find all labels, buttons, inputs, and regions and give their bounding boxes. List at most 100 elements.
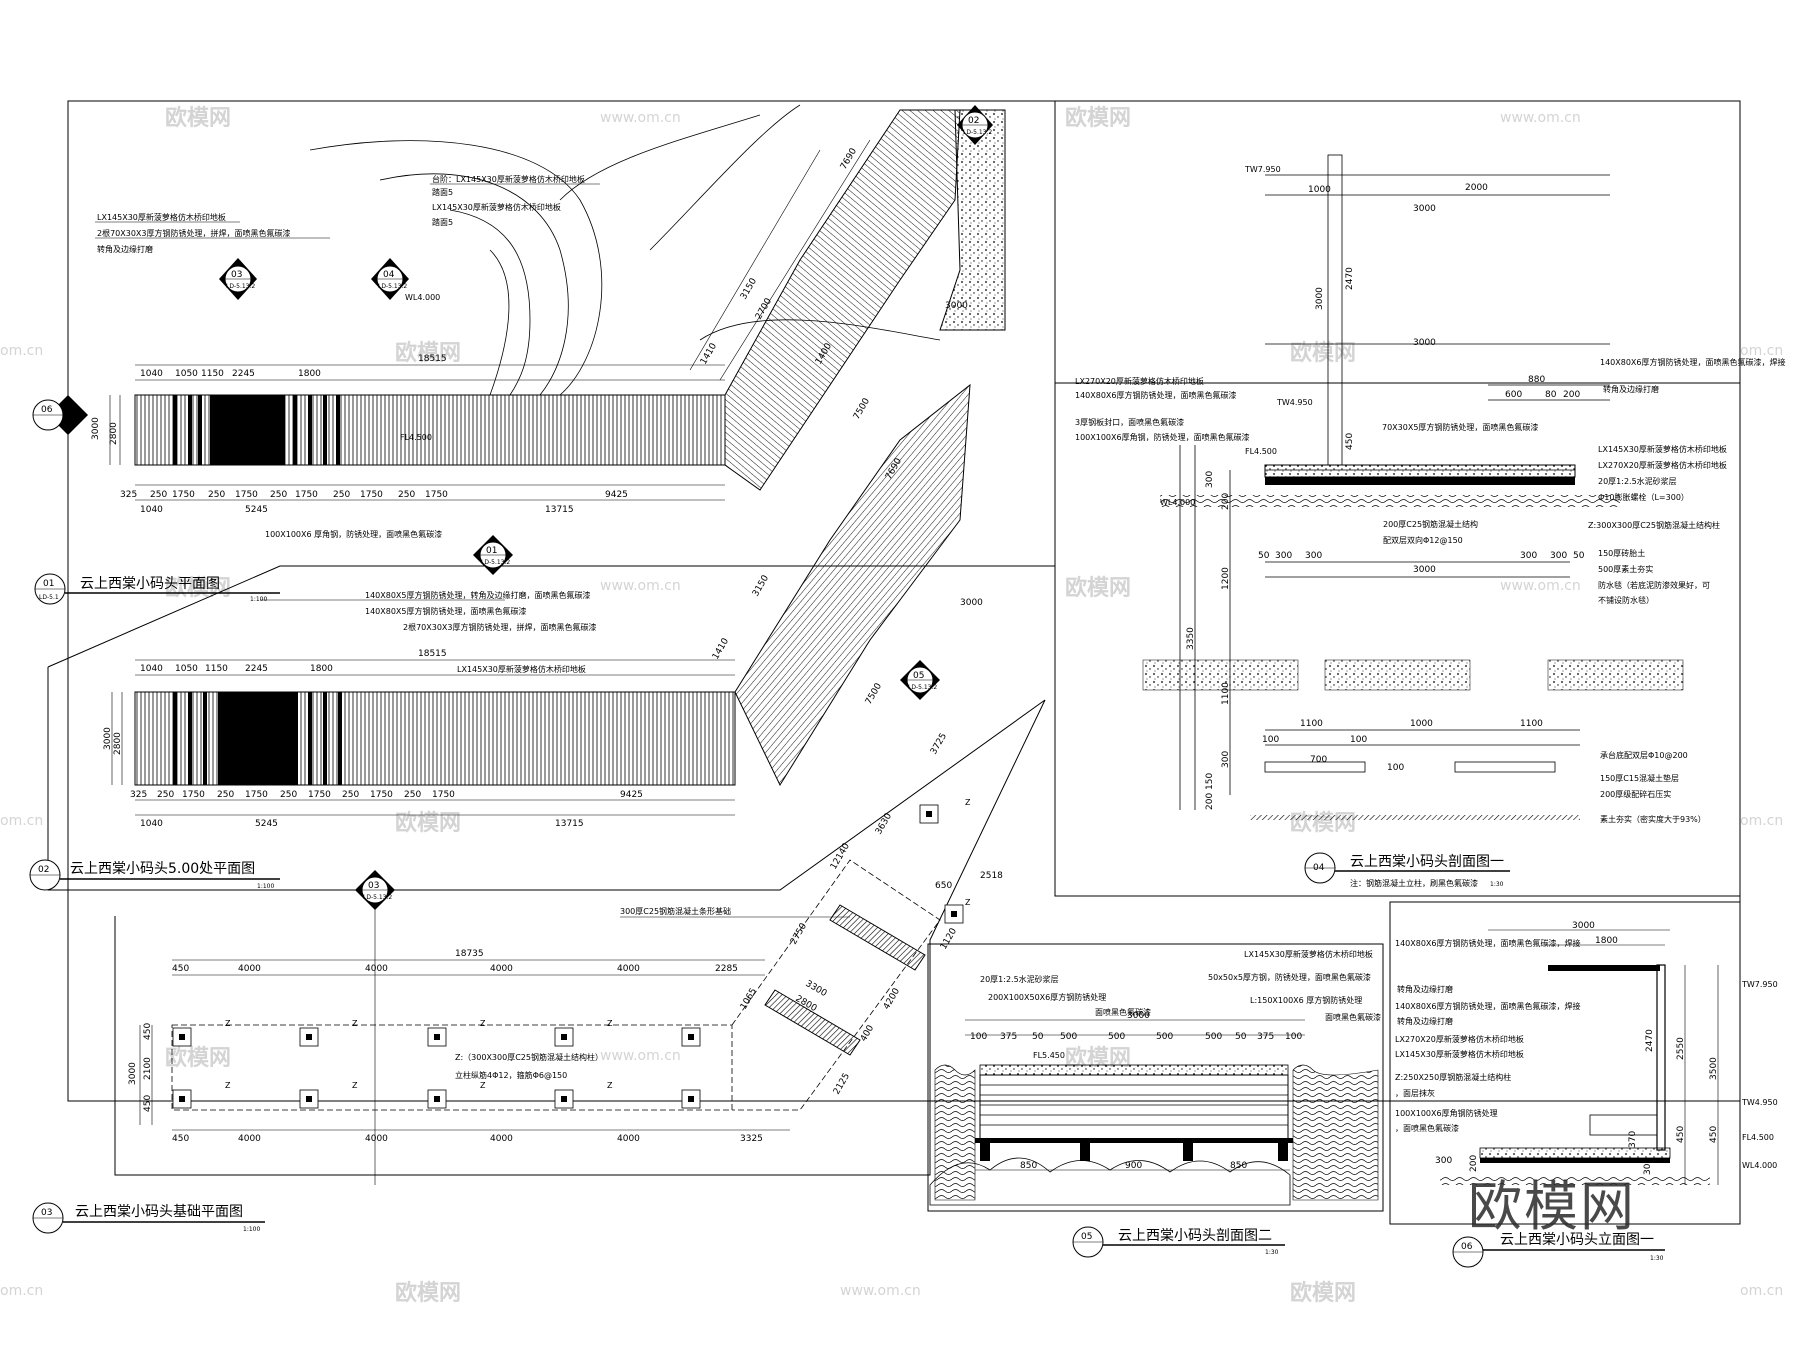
section1-levels: TW7.950 TW4.950 FL4.500 WL4.000 xyxy=(1160,165,1313,507)
svg-text:1750: 1750 xyxy=(432,790,455,800)
plan3-notes: Z:（300X300厚C25钢筋混凝土结构柱） 立柱纵筋4Φ12，箍筋Φ6@15… xyxy=(225,798,971,1090)
svg-text:2470: 2470 xyxy=(1645,1029,1655,1052)
svg-text:375: 375 xyxy=(1000,1032,1017,1042)
svg-text:300: 300 xyxy=(1520,551,1537,561)
svg-text:Z:（300X300厚C25钢筋混凝土结构柱）: Z:（300X300厚C25钢筋混凝土结构柱） xyxy=(455,1052,603,1062)
svg-text:20厚1:2.5水泥砂浆层: 20厚1:2.5水泥砂浆层 xyxy=(980,974,1059,984)
svg-text:1040: 1040 xyxy=(140,819,163,829)
marker-04: 04 LD-5.13.2 xyxy=(371,258,409,300)
watermark-brand: 欧模网 xyxy=(1290,810,1356,836)
svg-text:1120: 1120 xyxy=(939,926,959,951)
section2-dims: 3000 100 375 50 500 500 500 500 50 375 1… xyxy=(970,1011,1302,1171)
svg-text:Z: Z xyxy=(607,1019,613,1028)
svg-text:1750: 1750 xyxy=(425,490,448,500)
svg-text:700: 700 xyxy=(1310,755,1327,765)
svg-text:375: 375 xyxy=(1257,1032,1274,1042)
svg-text:50: 50 xyxy=(1573,551,1585,561)
title-05: 05 云上西棠小码头剖面图二 1:30 xyxy=(1072,1226,1285,1258)
svg-text:650: 650 xyxy=(935,881,952,891)
svg-text:2470: 2470 xyxy=(1345,267,1355,290)
svg-text:，面喷黑色氟碳漆: ，面喷黑色氟碳漆 xyxy=(1395,1123,1459,1133)
svg-text:4000: 4000 xyxy=(365,964,388,974)
svg-text:2125: 2125 xyxy=(832,1072,852,1097)
svg-text:1100: 1100 xyxy=(1300,719,1323,729)
svg-text:Z: Z xyxy=(480,1081,486,1090)
svg-text:18515: 18515 xyxy=(418,354,447,364)
svg-text:台阶：LX145X30厚新菠萝格仿木桥印地板: 台阶：LX145X30厚新菠萝格仿木桥印地板 xyxy=(432,174,585,184)
watermark-brand: 欧模网 xyxy=(1065,575,1131,601)
section1-dims: 1000 2000 3000 3000 880 600 80 200 3000 … xyxy=(1186,183,1585,810)
svg-text:2750: 2750 xyxy=(789,921,809,946)
svg-text:LD-5.13.2: LD-5.13.2 xyxy=(963,129,992,136)
svg-text:140X80X5厚方钢防锈处理，转角及边缘打磨，面喷黑色氟碳: 140X80X5厚方钢防锈处理，转角及边缘打磨，面喷黑色氟碳漆 xyxy=(365,590,591,600)
marker-01: 01 LD-5.13.2 xyxy=(473,535,513,575)
svg-text:300: 300 xyxy=(1205,471,1215,488)
drawing-06-elevation: 3000 1800 2470 2550 3500 450 450 370 300… xyxy=(1395,921,1778,1185)
svg-text:300: 300 xyxy=(1305,551,1322,561)
svg-text:转角及边缘打磨: 转角及边缘打磨 xyxy=(1603,384,1659,394)
svg-text:1:30: 1:30 xyxy=(1490,881,1504,888)
svg-text:250: 250 xyxy=(404,790,421,800)
drawing-05-section: 3000 100 375 50 500 500 500 500 50 375 1… xyxy=(929,949,1381,1206)
drawing-03-foundation: 18735 450 4000 4000 4000 4000 2285 450 4… xyxy=(128,732,1003,1185)
svg-text:1000: 1000 xyxy=(1410,719,1433,729)
section2-notes: 20厚1:2.5水泥砂浆层 200X100X50X6厚方钢防锈处理 面喷黑色氟碳… xyxy=(980,949,1381,1022)
svg-text:06: 06 xyxy=(41,405,53,415)
svg-text:LX145X30厚新菠萝格仿木桥印地板: LX145X30厚新菠萝格仿木桥印地板 xyxy=(1244,949,1373,959)
svg-text:3厚钢板封口，面喷黑色氟碳漆: 3厚钢板封口，面喷黑色氟碳漆 xyxy=(1075,417,1184,427)
svg-text:WL4.000: WL4.000 xyxy=(1160,498,1195,507)
svg-text:300: 300 xyxy=(1275,551,1292,561)
svg-text:LX145X30厚新菠萝格仿木桥印地板: LX145X30厚新菠萝格仿木桥印地板 xyxy=(1598,444,1727,454)
contour-lines xyxy=(309,104,941,396)
svg-text:云上西棠小码头剖面图二: 云上西棠小码头剖面图二 xyxy=(1118,1228,1272,1244)
svg-text:2根70X30X3厚方钢防锈处理，拼焊，面喷黑色氟碳漆: 2根70X30X3厚方钢防锈处理，拼焊，面喷黑色氟碳漆 xyxy=(403,622,597,632)
svg-text:200厚C25钢筋混凝土结构: 200厚C25钢筋混凝土结构 xyxy=(1383,519,1478,529)
svg-text:3325: 3325 xyxy=(740,1134,763,1144)
svg-text:TW7.950: TW7.950 xyxy=(1244,165,1281,174)
svg-text:3000: 3000 xyxy=(945,301,968,311)
svg-text:450: 450 xyxy=(1676,1126,1686,1143)
svg-text:1000: 1000 xyxy=(1308,185,1331,195)
svg-text:WL4.000: WL4.000 xyxy=(405,293,440,302)
svg-text:300: 300 xyxy=(1643,1158,1653,1175)
svg-text:LD-5.1: LD-5.1 xyxy=(39,594,59,601)
strip-footings xyxy=(764,904,926,1056)
svg-text:70X30X5厚方钢防锈处理，面喷黑色氟碳漆: 70X30X5厚方钢防锈处理，面喷黑色氟碳漆 xyxy=(1382,422,1538,432)
svg-text:3630: 3630 xyxy=(874,811,894,836)
svg-text:1750: 1750 xyxy=(360,490,383,500)
plan1-dims-top: 1040 1050 1150 2245 1800 18515 xyxy=(140,354,447,379)
svg-text:，面层抹灰: ，面层抹灰 xyxy=(1395,1088,1435,1098)
watermark-url: www.om.cn xyxy=(600,578,681,594)
svg-text:1410: 1410 xyxy=(699,341,719,366)
drawing-titles: 01 LD-5.1 云上西棠小码头平面图 1:100 02 云上西棠小码头5.0… xyxy=(29,573,1665,1268)
svg-text:04: 04 xyxy=(383,270,395,280)
svg-text:1750: 1750 xyxy=(245,790,268,800)
svg-text:转角及边缘打磨: 转角及边缘打磨 xyxy=(1397,984,1453,994)
elevation-notes: 140X80X6厚方钢防锈处理，面喷黑色氟碳漆，焊接 转角及边缘打磨 140X8… xyxy=(1395,938,1581,1133)
svg-text:1750: 1750 xyxy=(235,490,258,500)
title-03: 03 云上西棠小码头基础平面图 1:100 xyxy=(32,1202,265,1234)
svg-text:500厚素土夯实: 500厚素土夯实 xyxy=(1598,564,1653,574)
watermark-brand: 欧模网 xyxy=(1065,105,1131,131)
svg-text:5245: 5245 xyxy=(245,505,268,515)
svg-text:02: 02 xyxy=(968,116,979,126)
marker-05: 05 LD-5.13.2 xyxy=(900,660,940,700)
svg-text:1750: 1750 xyxy=(370,790,393,800)
svg-text:150: 150 xyxy=(1205,773,1215,790)
frames xyxy=(47,100,1741,1225)
svg-text:140X80X6厚方钢防锈处理，面喷黑色氟碳漆: 140X80X6厚方钢防锈处理，面喷黑色氟碳漆 xyxy=(1075,390,1237,400)
watermark-url: www.om.cn xyxy=(600,1048,681,1064)
gravel-bank xyxy=(939,109,1006,331)
svg-text:2285: 2285 xyxy=(715,964,738,974)
svg-text:03: 03 xyxy=(368,881,379,891)
svg-text:880: 880 xyxy=(1528,375,1545,385)
title-01: 01 LD-5.1 云上西棠小码头平面图 1:100 xyxy=(34,573,280,605)
svg-text:3725: 3725 xyxy=(929,732,949,757)
svg-text:04: 04 xyxy=(1313,863,1325,873)
svg-text:500: 500 xyxy=(1108,1032,1125,1042)
title-02: 02 云上西棠小码头5.00处平面图 1:100 xyxy=(29,859,280,891)
svg-text:05: 05 xyxy=(1081,1232,1092,1242)
svg-text:4000: 4000 xyxy=(490,1134,513,1144)
svg-text:100: 100 xyxy=(1285,1032,1302,1042)
